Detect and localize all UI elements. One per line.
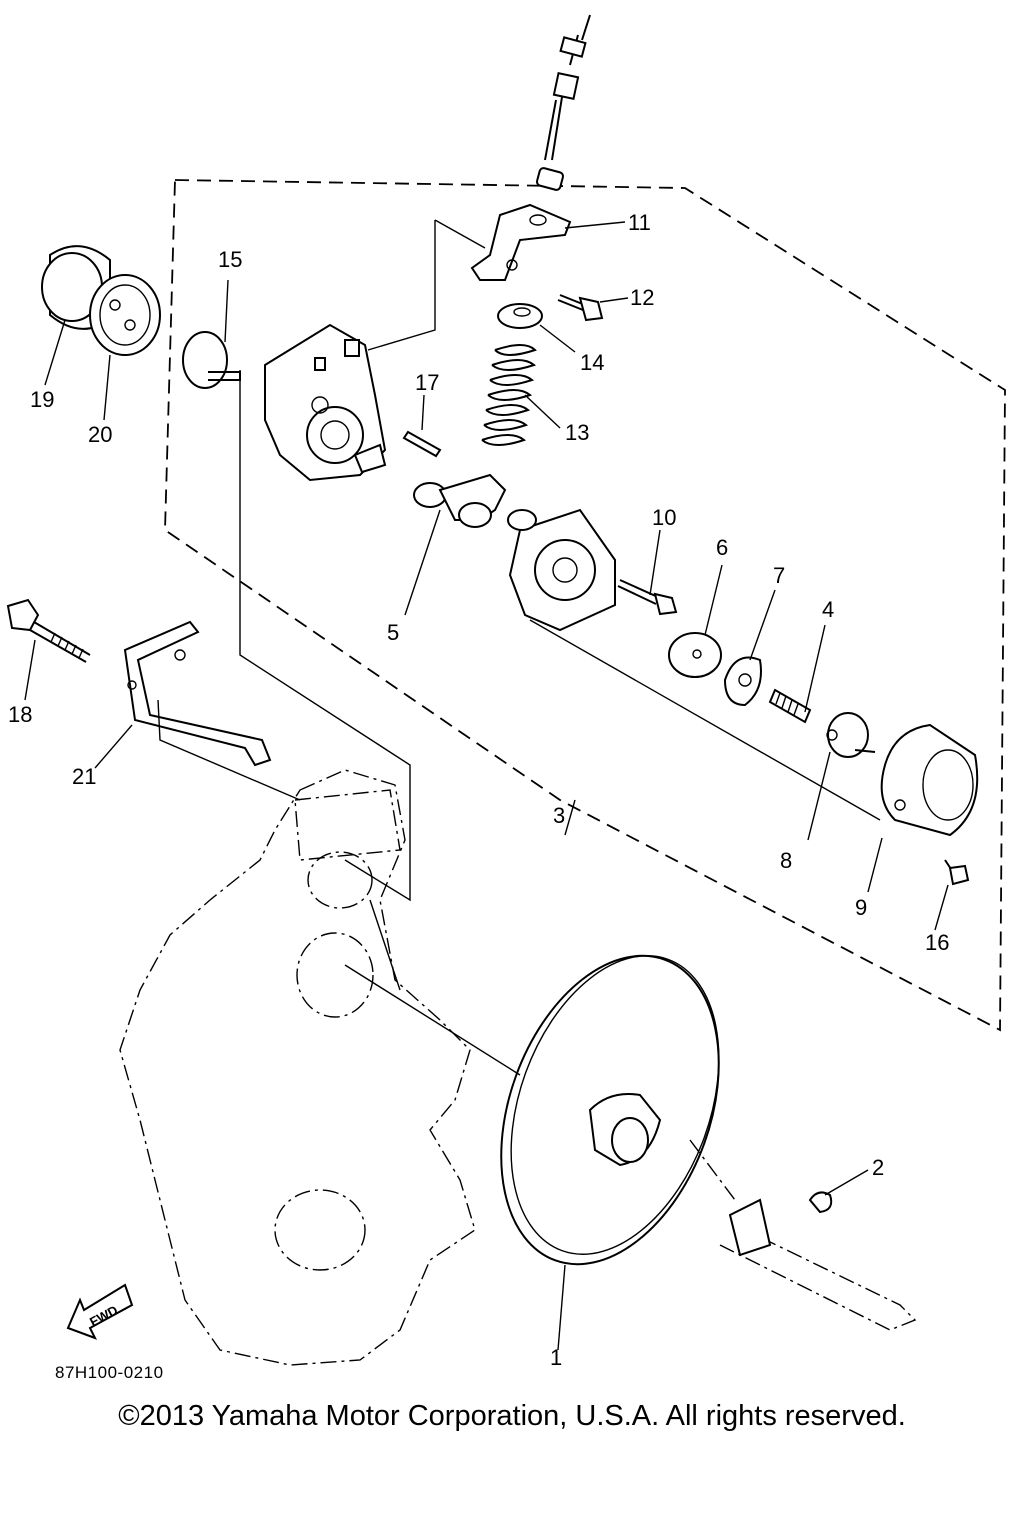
callout-6: 6 (716, 535, 728, 560)
callout-9: 9 (855, 895, 867, 920)
fwd-arrow-icon: FWD (66, 1283, 134, 1340)
part-17-pin (402, 430, 442, 458)
cable (535, 14, 591, 191)
exploded-parts-diagram: FWD 1 2 3 4 5 6 7 8 9 10 11 12 13 14 15 … (6, 14, 1006, 1370)
callout-3: 3 (553, 803, 565, 828)
housing (264, 323, 387, 482)
assembly-boundary (164, 179, 1006, 1032)
part-5-shaft (413, 473, 507, 528)
callout-10: 10 (652, 505, 676, 530)
callout-4: 4 (822, 597, 834, 622)
leader-lines (24, 219, 949, 1351)
part-21-bracket (123, 620, 272, 767)
callout-1: 1 (550, 1345, 562, 1370)
part-12-bolt (557, 294, 604, 322)
copyright-notice: ©2013 Yamaha Motor Corporation, U.S.A. A… (118, 1400, 906, 1432)
part-11-bracket (470, 203, 572, 281)
part-10-bolt (617, 579, 678, 616)
cover-plate (507, 508, 616, 632)
callout-16: 16 (925, 930, 949, 955)
drawing-code: 87H100-0210 (55, 1363, 164, 1382)
part-4-screw (768, 688, 812, 724)
callout-19: 19 (30, 387, 54, 412)
callout-8: 8 (780, 848, 792, 873)
part-14-cap (497, 303, 543, 329)
callout-labels: 1 2 3 4 5 6 7 8 9 10 11 12 13 14 15 16 1… (8, 210, 949, 1370)
crankcase-outline (119, 769, 476, 1366)
callout-7: 7 (773, 563, 785, 588)
part-9-cap (880, 723, 979, 837)
callout-5: 5 (387, 620, 399, 645)
callout-20: 20 (88, 422, 112, 447)
callout-13: 13 (565, 420, 589, 445)
part-18-bolt (6, 598, 91, 663)
part-16-bolt (944, 859, 970, 886)
part-7-cam (723, 656, 762, 707)
callout-17: 17 (415, 370, 439, 395)
callout-2: 2 (872, 1155, 884, 1180)
part-15-diaphragm (182, 331, 241, 389)
part-2-key (808, 1191, 833, 1214)
part-8-plunger (826, 712, 876, 758)
callout-11: 11 (628, 210, 651, 235)
callout-14: 14 (580, 350, 604, 375)
callout-21: 21 (72, 764, 96, 789)
part-1-sheave (500, 954, 720, 1266)
callout-18: 18 (8, 702, 32, 727)
shaft (689, 1139, 917, 1331)
part-6-washer (668, 632, 722, 678)
part-13-spring (481, 344, 537, 446)
part-20-cap (89, 274, 161, 356)
callout-15: 15 (218, 247, 242, 272)
callout-12: 12 (630, 285, 654, 310)
